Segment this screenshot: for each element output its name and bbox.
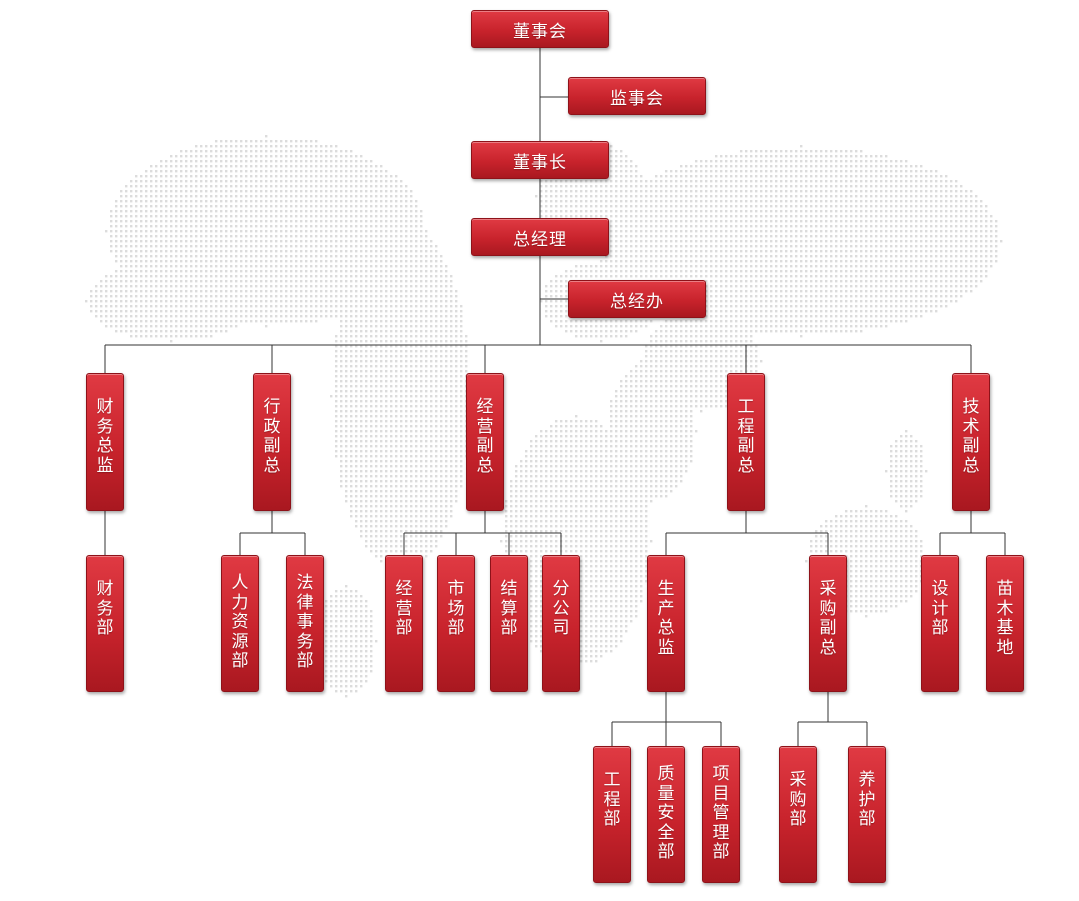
node-purchasing-vp: 采购副总 xyxy=(809,555,847,692)
node-maintenance-dept: 养护部 xyxy=(848,746,886,883)
node-settlement-dept: 结算部 xyxy=(490,555,528,692)
node-label: 采购部 xyxy=(789,770,807,830)
node-label: 项目管理部 xyxy=(712,764,730,863)
node-label: 养护部 xyxy=(858,770,876,830)
node-admin-vp: 行政副总 xyxy=(253,373,291,511)
node-label: 财务部 xyxy=(96,579,114,639)
node-label: 结算部 xyxy=(500,579,518,639)
node-engineering-dept: 工程部 xyxy=(593,746,631,883)
node-label: 经营部 xyxy=(395,579,413,639)
node-label: 经营副总 xyxy=(476,397,494,476)
node-general-manager: 总经理 xyxy=(471,218,609,256)
node-finance-dept: 财务部 xyxy=(86,555,124,692)
node-business-dept: 经营部 xyxy=(385,555,423,692)
node-hr-dept: 人力资源部 xyxy=(221,555,259,692)
node-purchasing-dept: 采购部 xyxy=(779,746,817,883)
node-market-dept: 市场部 xyxy=(437,555,475,692)
node-label: 人力资源部 xyxy=(231,573,249,672)
node-engineering-vp: 工程副总 xyxy=(727,373,765,511)
node-chairman: 董事长 xyxy=(471,141,609,179)
node-label: 行政副总 xyxy=(263,397,281,476)
node-legal-dept: 法律事务部 xyxy=(286,555,324,692)
node-label: 工程副总 xyxy=(737,397,755,476)
node-label: 总经理 xyxy=(513,229,567,250)
node-label: 董事长 xyxy=(513,152,567,173)
node-finance-director: 财务总监 xyxy=(86,373,124,511)
node-label: 生产总监 xyxy=(657,579,675,658)
node-label: 设计部 xyxy=(931,579,949,639)
node-nursery-base: 苗木基地 xyxy=(986,555,1024,692)
node-project-mgmt-dept: 项目管理部 xyxy=(702,746,740,883)
node-tech-vp: 技术副总 xyxy=(952,373,990,511)
node-label: 技术副总 xyxy=(962,397,980,476)
node-business-vp: 经营副总 xyxy=(466,373,504,511)
node-label: 苗木基地 xyxy=(996,579,1014,658)
node-label: 分公司 xyxy=(552,579,570,639)
node-label: 市场部 xyxy=(447,579,465,639)
node-label: 工程部 xyxy=(603,770,621,830)
node-label: 总经办 xyxy=(610,291,664,312)
node-label: 采购副总 xyxy=(819,579,837,658)
node-design-dept: 设计部 xyxy=(921,555,959,692)
node-supervisors: 监事会 xyxy=(568,77,706,115)
node-branch: 分公司 xyxy=(542,555,580,692)
node-gm-office: 总经办 xyxy=(568,280,706,318)
node-board: 董事会 xyxy=(471,10,609,48)
node-label: 质量安全部 xyxy=(657,764,675,863)
node-label: 监事会 xyxy=(610,88,664,109)
node-production-director: 生产总监 xyxy=(647,555,685,692)
node-quality-safety-dept: 质量安全部 xyxy=(647,746,685,883)
node-label: 董事会 xyxy=(513,21,567,42)
node-label: 法律事务部 xyxy=(296,573,314,672)
node-label: 财务总监 xyxy=(96,397,114,476)
